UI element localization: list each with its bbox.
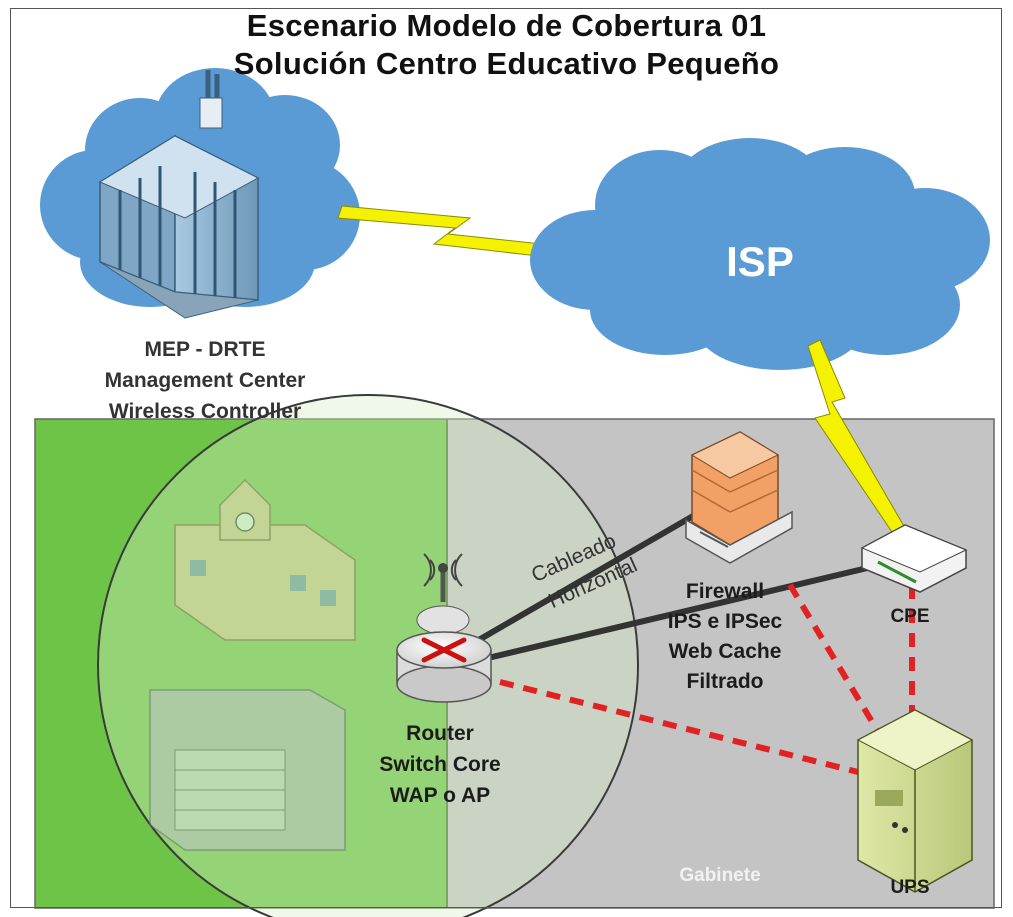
diagram-title-line-1: Escenario Modelo de Cobertura 01 [246, 8, 767, 43]
cpe-modem-icon [860, 524, 968, 593]
mep-label-line-2: Management Center [104, 369, 306, 392]
school-building-icon [174, 478, 356, 641]
firewall-label-line-1: Firewall [685, 580, 765, 603]
router-label-line-2: Switch Core [379, 753, 501, 776]
diagram-title-line-2: Solución Centro Educativo Pequeño [233, 46, 780, 81]
router-label: Router Switch Core WAP o AP [345, 718, 535, 811]
mep-label: MEP - DRTE Management Center Wireless Co… [40, 334, 370, 427]
garage-building-icon [149, 689, 346, 851]
firewall-label-line-2: IPS e IPSec [667, 610, 783, 633]
cable-router-cpe [485, 562, 883, 661]
isp-label: ISP [726, 238, 794, 285]
power-lines [499, 583, 915, 778]
mep-label-line-3: Wireless Controller [108, 400, 302, 423]
cabinet-label: Gabinete [679, 865, 761, 886]
ups-icon [856, 709, 974, 893]
cable-router-firewall [467, 509, 703, 648]
firewall-label: Firewall IPS e IPSec Web Cache Filtrado [630, 577, 820, 697]
router-label-line-3: WAP o AP [389, 784, 491, 807]
cpe-label: CPE [890, 606, 930, 627]
diagram-frame [10, 8, 1002, 908]
office-building-icon [98, 70, 260, 319]
firewall-label-line-4: Filtrado [686, 670, 764, 693]
router-label-line-1: Router [406, 722, 474, 745]
isp-cloud-icon [530, 138, 990, 370]
ups-label: UPS [890, 877, 930, 898]
firewall-icon [685, 431, 793, 564]
mep-label-line-1: MEP - DRTE [144, 338, 266, 361]
zones-border [34, 418, 995, 909]
firewall-label-line-3: Web Cache [668, 640, 782, 663]
router-icon [396, 553, 492, 703]
